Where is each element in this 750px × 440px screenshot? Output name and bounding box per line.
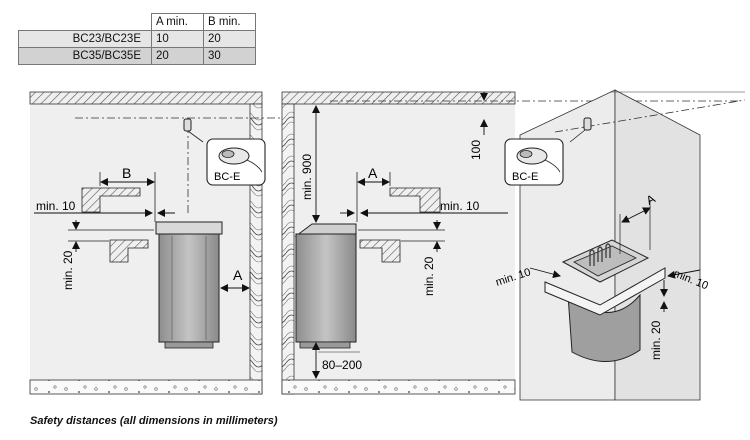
min10-label: min. 10 bbox=[36, 199, 76, 213]
table-cell-a: 20 bbox=[151, 47, 204, 65]
bce-label: BC-E bbox=[512, 171, 538, 183]
dimension-a-label: A bbox=[233, 267, 243, 283]
middle-room-panel bbox=[281, 91, 740, 395]
min20-label: min. 20 bbox=[61, 250, 75, 290]
right-corner-panel bbox=[519, 89, 746, 401]
bce-label: BC-E bbox=[214, 171, 240, 183]
dimensions-table: A min. B min. BC23/BC23E 10 20 BC35/BC35… bbox=[18, 13, 256, 65]
min900-label: min. 900 bbox=[300, 154, 314, 200]
min10-label: min. 10 bbox=[440, 199, 480, 213]
control-unit-icon bbox=[504, 138, 564, 186]
table-corner bbox=[18, 13, 152, 31]
caption: Safety distances (all dimensions in mill… bbox=[30, 415, 278, 427]
table-row: BC35/BC35E 20 30 bbox=[18, 47, 256, 65]
table-cell-model: BC35/BC35E bbox=[18, 47, 152, 65]
table-row: BC23/BC23E 10 20 bbox=[18, 30, 256, 48]
dimension-b-label: B bbox=[122, 165, 131, 181]
table-header-a: A min. bbox=[151, 13, 204, 31]
table-header-b: B min. bbox=[203, 13, 256, 31]
table-cell-b: 30 bbox=[203, 47, 256, 65]
ceiling-100-label: 100 bbox=[469, 140, 483, 160]
dimension-a-label: A bbox=[368, 165, 378, 181]
table-cell-model: BC23/BC23E bbox=[18, 30, 152, 48]
floor-gap-label: 80–200 bbox=[322, 358, 362, 372]
min20-label: min. 20 bbox=[422, 256, 436, 296]
control-unit-icon bbox=[206, 138, 266, 186]
min20-label: min. 20 bbox=[649, 320, 663, 360]
